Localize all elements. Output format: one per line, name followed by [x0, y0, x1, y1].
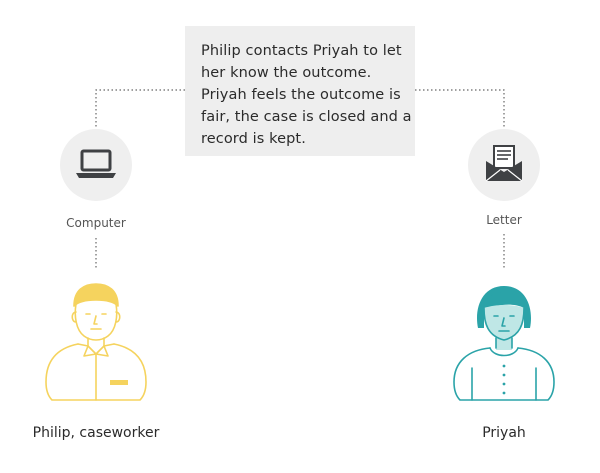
computer-icon-circle — [60, 129, 132, 201]
connector-right — [415, 89, 505, 128]
caseworker-avatar — [45, 283, 147, 401]
message-line: her know the outcome. — [201, 65, 372, 81]
client-name: Priyah — [482, 425, 526, 441]
letter-icon-circle — [468, 129, 540, 201]
laptop-icon — [76, 149, 116, 178]
computer-label: Computer — [66, 216, 126, 230]
letter-label: Letter — [486, 213, 522, 227]
client-avatar — [453, 286, 555, 401]
connector-left — [95, 89, 185, 128]
message-box: Philip contacts Priyah to let her know t… — [185, 26, 415, 156]
message-line: fair, the case is closed and a — [201, 109, 412, 125]
message-line: Philip contacts Priyah to let — [201, 43, 402, 59]
caseworker-name: Philip, caseworker — [32, 425, 160, 441]
message-line: Priyah feels the outcome is — [201, 87, 401, 103]
envelope-letter-icon — [485, 145, 523, 182]
message-line: record is kept. — [201, 131, 306, 147]
